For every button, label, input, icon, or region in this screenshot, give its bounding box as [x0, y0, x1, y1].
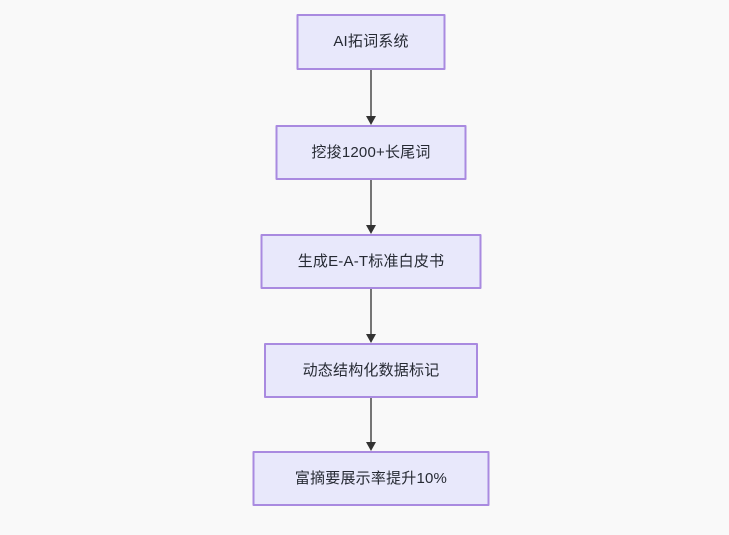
flow-node-label: 挖捘1200+长尾词 [311, 143, 431, 161]
flow-node-n3[interactable]: 生成E-A-T标准白皮书 [260, 234, 482, 289]
flow-edge-n1-to-n2 [364, 70, 378, 125]
flow-node-n1[interactable]: AI拓词系统 [296, 14, 446, 70]
flow-edge-n3-to-n4 [364, 289, 378, 343]
edge-line [370, 289, 372, 335]
flow-node-label: 动态结构化数据标记 [302, 361, 440, 379]
arrowhead-down-icon [366, 442, 376, 451]
flow-node-n2[interactable]: 挖捘1200+长尾词 [275, 125, 467, 180]
flow-node-label: 生成E-A-T标准白皮书 [297, 252, 445, 270]
flow-node-n4[interactable]: 动态结构化数据标记 [264, 343, 478, 398]
flow-edge-n2-to-n3 [364, 180, 378, 234]
arrowhead-down-icon [366, 334, 376, 343]
flow-node-label: 富摘要展示率提升10% [294, 469, 448, 487]
flow-node-label: AI拓词系统 [333, 33, 409, 51]
arrowhead-down-icon [366, 116, 376, 125]
edge-line [370, 398, 372, 443]
edge-line [370, 70, 372, 117]
flow-node-n5[interactable]: 富摘要展示率提升10% [252, 451, 490, 506]
flow-edge-n4-to-n5 [364, 398, 378, 451]
edge-line [370, 180, 372, 226]
arrowhead-down-icon [366, 225, 376, 234]
